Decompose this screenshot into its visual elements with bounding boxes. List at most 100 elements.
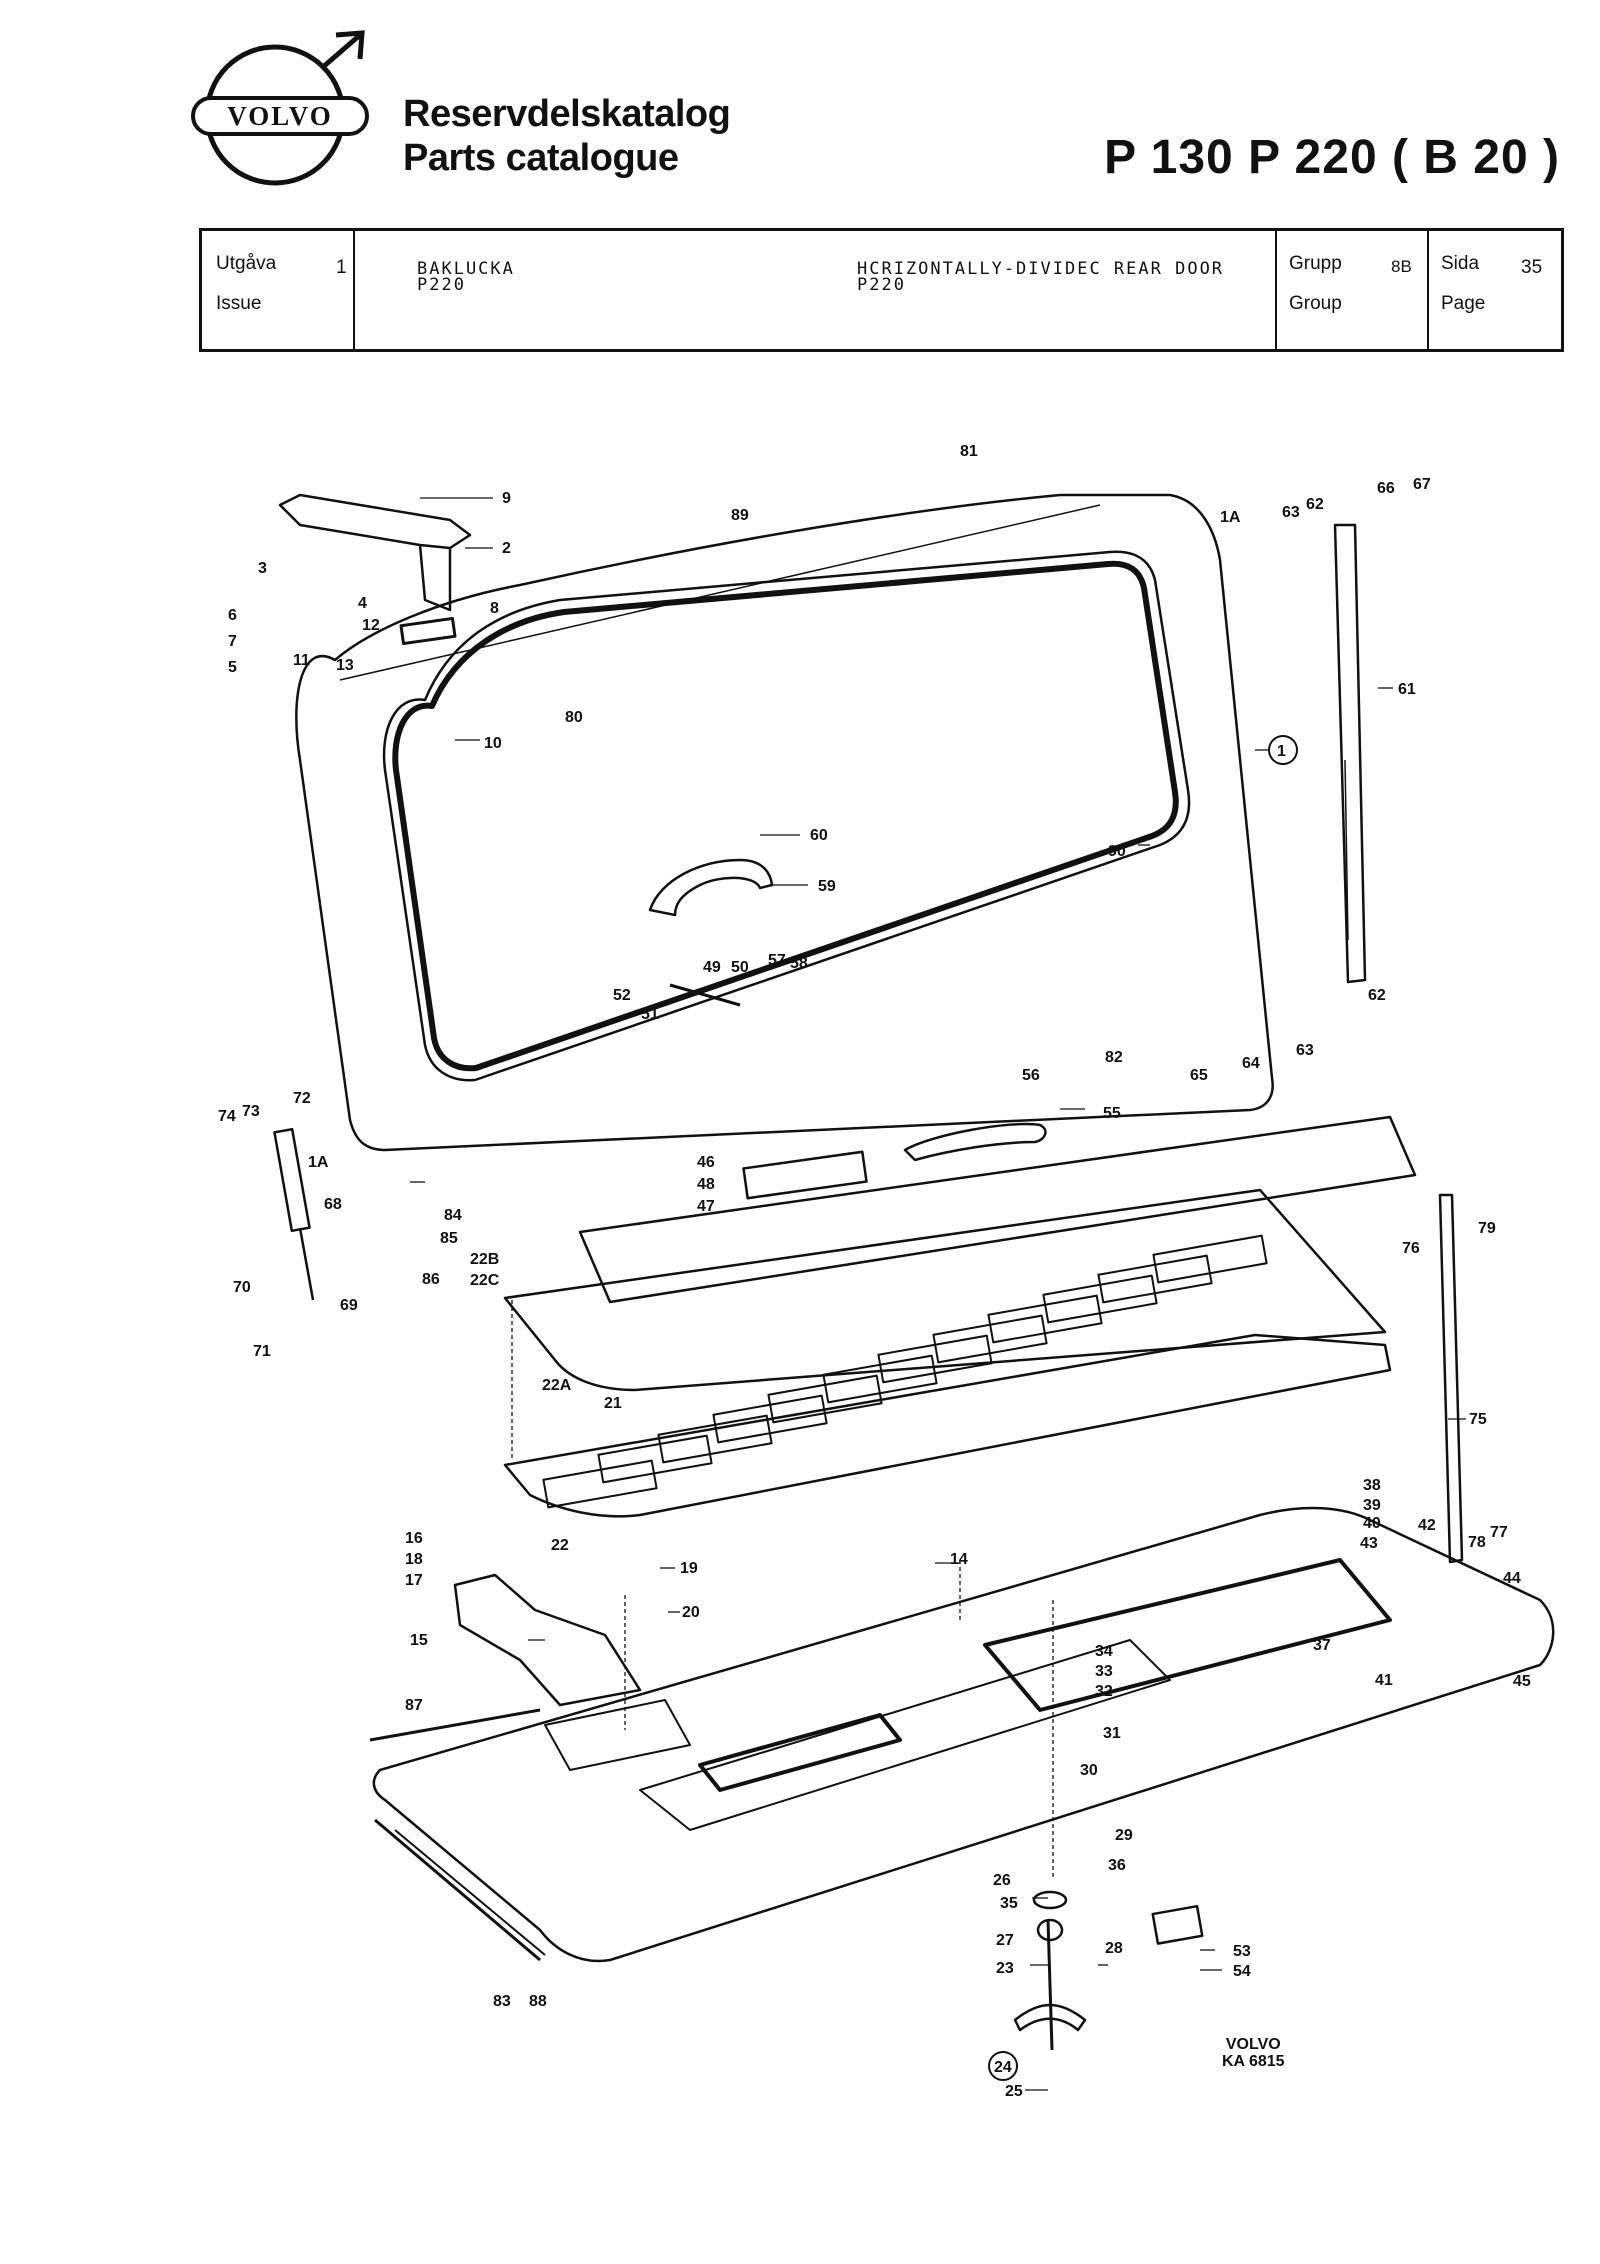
callout-78: 78: [1468, 1534, 1486, 1551]
callout-71: 71: [253, 1343, 271, 1360]
callout-36: 36: [1108, 1857, 1126, 1874]
callout-66: 66: [1377, 480, 1395, 497]
callout-42: 42: [1418, 1517, 1436, 1534]
callout-20: 20: [682, 1604, 700, 1621]
callout-50: 50: [731, 959, 749, 976]
bottom-hinge: [453, 1573, 642, 1707]
callout-35: 35: [1000, 1895, 1018, 1912]
callout-88: 88: [529, 1993, 547, 2010]
catalogue-title: Reservdelskatalog Parts catalogue: [403, 92, 731, 180]
description-sv-line2: P220: [417, 275, 466, 295]
callout-63-top: 63: [1282, 504, 1300, 521]
callout-22c: 22C: [470, 1272, 500, 1289]
callout-62-bottom: 62: [1368, 987, 1386, 1004]
issue-label-sv: Utgåva: [216, 253, 277, 274]
group-value: 8B: [1391, 257, 1412, 276]
callout-4: 4: [358, 595, 367, 612]
callout-60: 60: [810, 827, 828, 844]
callout-47: 47: [697, 1198, 715, 1215]
callout-38: 38: [1363, 1477, 1381, 1494]
svg-text:VOLVO: VOLVO: [227, 101, 332, 131]
window-seal: [392, 560, 1179, 1072]
stamp-code: KA 6815: [1222, 2053, 1285, 2070]
upper-door-panel: [295, 493, 1274, 1152]
callout-5: 5: [228, 659, 237, 676]
callout-34: 34: [1095, 1643, 1113, 1660]
callout-29: 29: [1115, 1827, 1133, 1844]
group-label-en: Group: [1289, 293, 1342, 314]
callout-69: 69: [340, 1297, 358, 1314]
callout-54: 54: [1233, 1963, 1251, 1980]
volvo-logo: VOLVO: [191, 30, 369, 186]
lower-door-panel: [372, 1506, 1555, 1963]
callout-44: 44: [1503, 1570, 1521, 1587]
callout-28: 28: [1105, 1940, 1123, 1957]
callout-56: 56: [1022, 1067, 1040, 1084]
page-label-sv: Sida: [1441, 253, 1480, 274]
callout-24: 24: [994, 2059, 1012, 2076]
callout-79: 79: [1478, 1220, 1496, 1237]
issue-label-en: Issue: [216, 293, 262, 314]
callout-72: 72: [293, 1090, 311, 1107]
callout-76: 76: [1402, 1240, 1420, 1257]
stay-arm-upper: [1333, 523, 1367, 984]
callout-46: 46: [697, 1154, 715, 1171]
callout-13: 13: [336, 657, 354, 674]
callout-41: 41: [1375, 1672, 1393, 1689]
callout-31: 31: [1103, 1725, 1121, 1742]
callout-43: 43: [1360, 1535, 1378, 1552]
callout-86: 86: [422, 1271, 440, 1288]
callout-1a-strut: 1A: [308, 1154, 329, 1171]
inner-handle: [648, 858, 774, 917]
model-designation: P 130 P 220 ( B 20 ): [1104, 131, 1560, 184]
callout-22: 22: [551, 1537, 569, 1554]
trim-panel: [578, 1115, 1417, 1304]
callout-85: 85: [440, 1230, 458, 1247]
callout-26: 26: [993, 1872, 1011, 1889]
stay-arm-lower: [1438, 1193, 1464, 1564]
callout-12: 12: [362, 617, 380, 634]
callout-1a-top: 1A: [1220, 509, 1241, 526]
callout-81: 81: [960, 443, 978, 460]
callout-68: 68: [324, 1196, 342, 1213]
callout-9: 9: [502, 490, 511, 507]
callout-55: 55: [1103, 1105, 1121, 1122]
callout-51: 51: [641, 1006, 659, 1023]
callout-70: 70: [233, 1279, 251, 1296]
inner-panel-21: [503, 1188, 1387, 1392]
callout-58: 58: [790, 955, 808, 972]
drawing-stamp: VOLVO KA 6815: [1222, 2036, 1285, 2070]
callout-59: 59: [818, 878, 836, 895]
callout-19: 19: [680, 1560, 698, 1577]
group-cell: Grupp Group 8B: [1277, 231, 1429, 349]
callout-17: 17: [405, 1572, 423, 1589]
outer-handle: [903, 1122, 1047, 1162]
callout-11: 11: [293, 652, 310, 669]
callout-49: 49: [703, 959, 721, 976]
callout-14: 14: [950, 1551, 968, 1568]
callout-45: 45: [1513, 1673, 1531, 1690]
callout-7: 7: [228, 633, 237, 650]
callout-48: 48: [697, 1176, 715, 1193]
callout-75: 75: [1469, 1411, 1487, 1428]
callout-30: 30: [1080, 1762, 1098, 1779]
callout-25: 25: [1005, 2083, 1023, 2100]
issue-cell: Utgåva Issue 1: [202, 231, 355, 349]
info-table: Utgåva Issue 1 BAKLUCKA P220 HCRIZONTALL…: [199, 228, 1564, 352]
callout-37: 37: [1313, 1637, 1331, 1654]
callout-61: 61: [1398, 681, 1416, 698]
page-cell: Sida Page 35: [1429, 231, 1561, 349]
callout-90: 90: [1108, 843, 1126, 860]
page-label-en: Page: [1441, 293, 1486, 314]
callout-1: 1: [1277, 743, 1286, 760]
callout-22b: 22B: [470, 1251, 499, 1268]
callout-52: 52: [613, 987, 631, 1004]
callout-27: 27: [996, 1932, 1014, 1949]
description-sv-line1: BAKLUCKA: [417, 259, 515, 279]
callout-21: 21: [604, 1395, 622, 1412]
issue-value: 1: [336, 257, 347, 278]
callout-77: 77: [1490, 1524, 1508, 1541]
callout-64: 64: [1242, 1055, 1260, 1072]
ribbed-panel-22: [503, 1333, 1392, 1518]
callout-57: 57: [768, 952, 786, 969]
